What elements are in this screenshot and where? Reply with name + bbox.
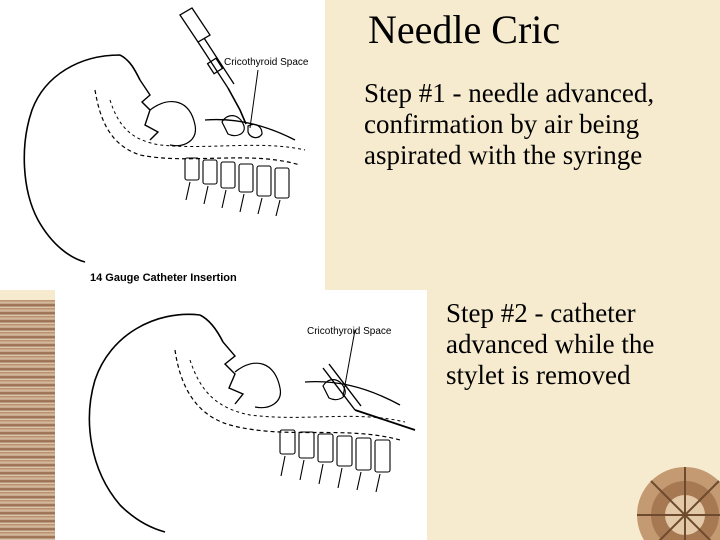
head-neck-diagram-needle [23, 7, 306, 263]
head-neck-diagram-catheter [88, 313, 416, 533]
step-1-text: Step #1 - needle advanced, confirmation … [364, 78, 655, 170]
shell-ornament [637, 467, 720, 540]
bottom-figure-panel: Cricothyroid Space [55, 290, 427, 540]
figure-caption: 14 Gauge Catheter Insertion [90, 272, 237, 284]
cricothyroid-label-top: Cricothyroid Space [224, 57, 309, 68]
top-figure-panel: Cricothyroid Space 14 Gauge Catheter Ins… [0, 0, 325, 290]
decorative-texture-strip [0, 300, 55, 540]
cricothyroid-label-bottom: Cricothyroid Space [307, 326, 392, 337]
slide-title: Needle Cric [368, 7, 561, 52]
step-2-text: Step #2 - catheter advanced while the st… [446, 298, 655, 390]
